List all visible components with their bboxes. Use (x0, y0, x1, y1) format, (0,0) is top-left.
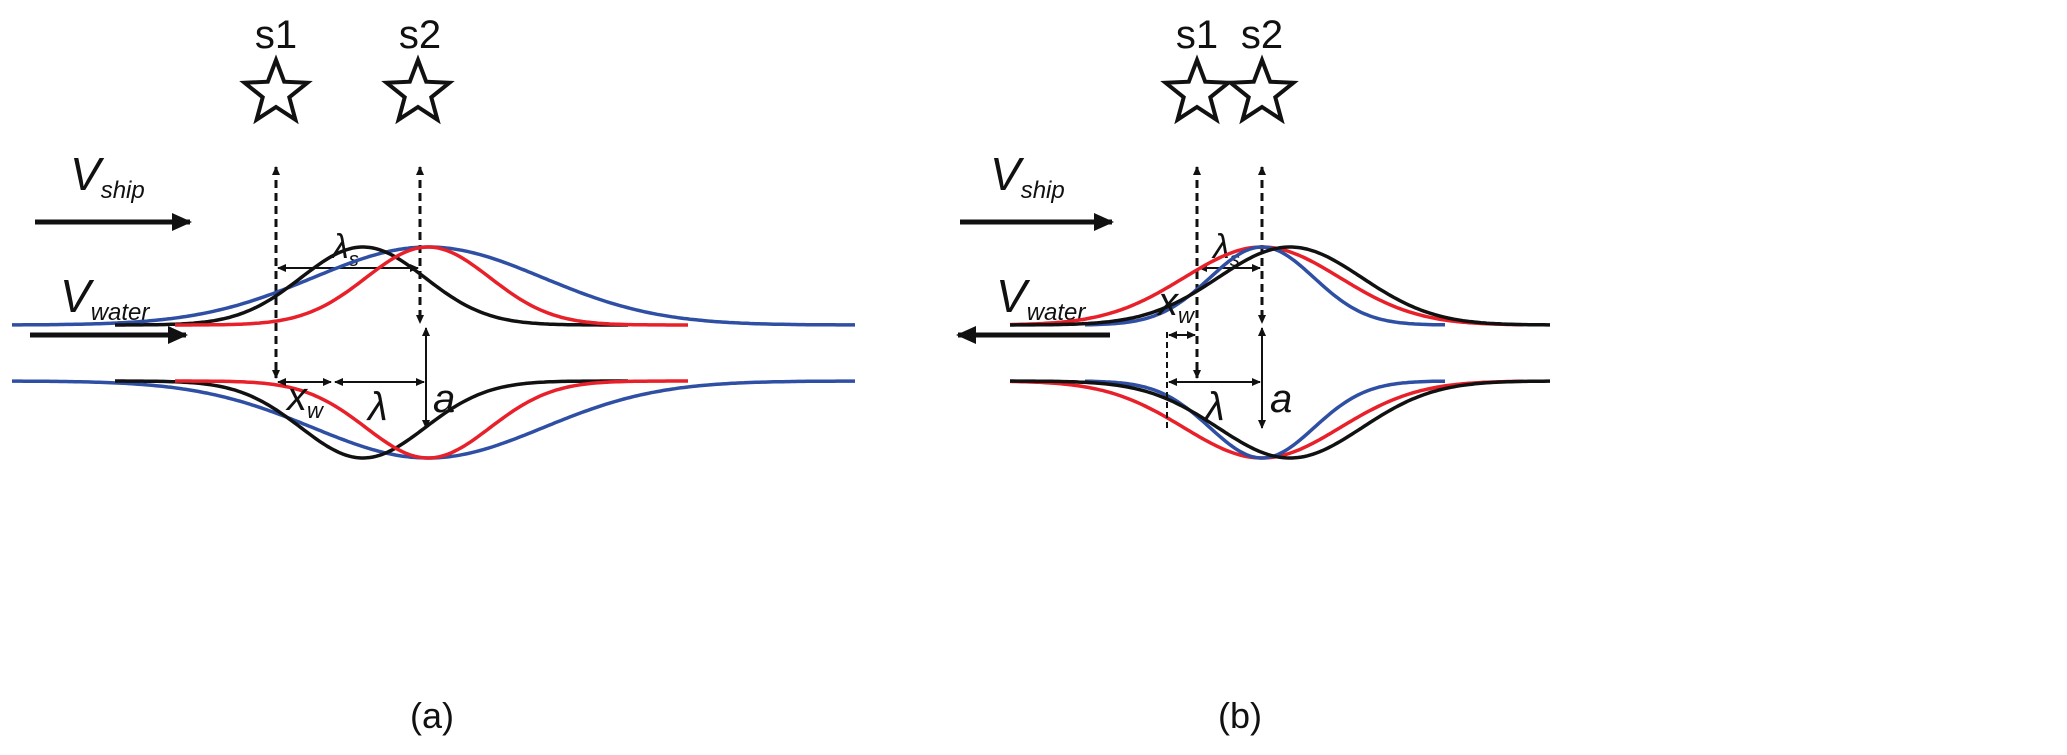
sensor-1-star-icon (1160, 54, 1234, 125)
panel-a-annotations: xw λ a (277, 327, 455, 429)
wave-curve-top (175, 245, 688, 327)
v-ship-label: Vship (70, 148, 145, 204)
caption-b: (b) (1218, 695, 1262, 736)
v-ship-label: Vship (990, 148, 1065, 204)
wave-curve-bottom (175, 379, 688, 460)
panel-b-annotations: xw λ a (1156, 280, 1292, 432)
wave-curve-top (115, 245, 628, 327)
sensor-2-star-icon (1225, 54, 1299, 125)
sensor-2-label: s2 (1241, 13, 1283, 57)
wave-curve-top (1084, 245, 1445, 327)
x-w-label: xw (285, 375, 325, 423)
sensor-1-label: s1 (255, 13, 297, 57)
wave-curve-top (1010, 245, 1550, 327)
lambda-label: λ (366, 385, 388, 429)
wave-curve-bottom (1084, 379, 1445, 460)
sensor-2-label: s2 (399, 13, 441, 57)
v-water-label: Vwater (996, 270, 1086, 326)
sensor-1-star-icon (239, 54, 313, 125)
sensor-2-star-icon (381, 54, 455, 125)
panel-a: s1 s2 Vship Vwater λs (30, 13, 455, 379)
wave-curve-bottom (115, 379, 628, 460)
wave-curve-bottom (1010, 379, 1550, 460)
sensor-1-label: s1 (1176, 13, 1218, 57)
wave-curve-top (1009, 245, 1523, 327)
wave-curve-bottom (1009, 379, 1523, 460)
caption-a: (a) (410, 695, 454, 736)
v-water-label: Vwater (60, 270, 150, 326)
amplitude-label: a (433, 377, 455, 421)
lambda-label: λ (1203, 385, 1225, 429)
x-w-label: xw (1156, 280, 1196, 328)
amplitude-label: a (1270, 377, 1292, 421)
panel-b: s1 s2 Vship Vwater λs (956, 13, 1299, 379)
